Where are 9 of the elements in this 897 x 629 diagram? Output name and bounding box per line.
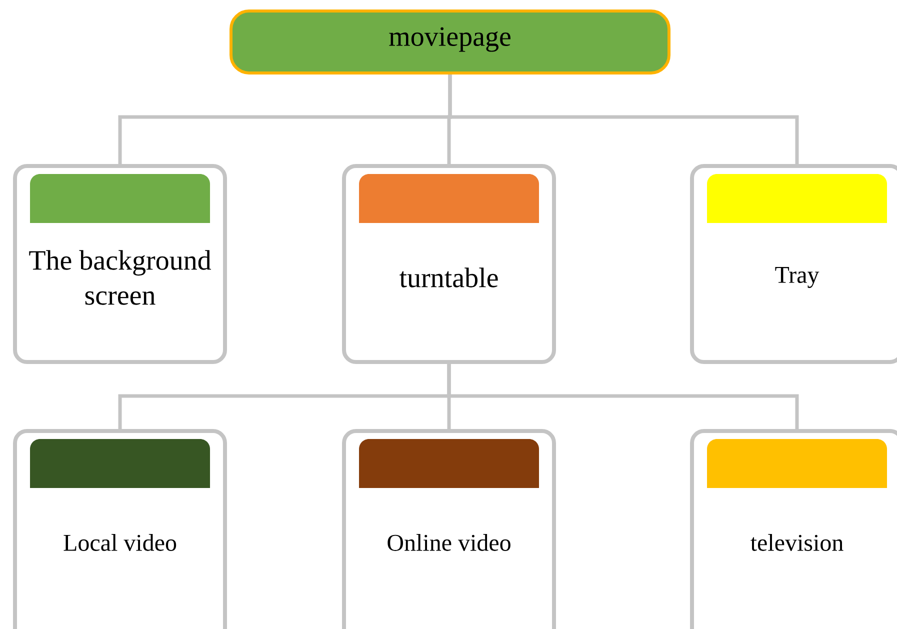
card: Tray: [690, 164, 897, 364]
card: Local video: [13, 429, 227, 629]
card: turntable: [342, 164, 556, 364]
title-box: moviepage: [230, 10, 670, 74]
card: The background screen: [13, 164, 227, 364]
card: Online video: [342, 429, 556, 629]
card: television: [690, 429, 897, 629]
connector-line: [448, 74, 799, 164]
connector-line: [447, 364, 799, 429]
